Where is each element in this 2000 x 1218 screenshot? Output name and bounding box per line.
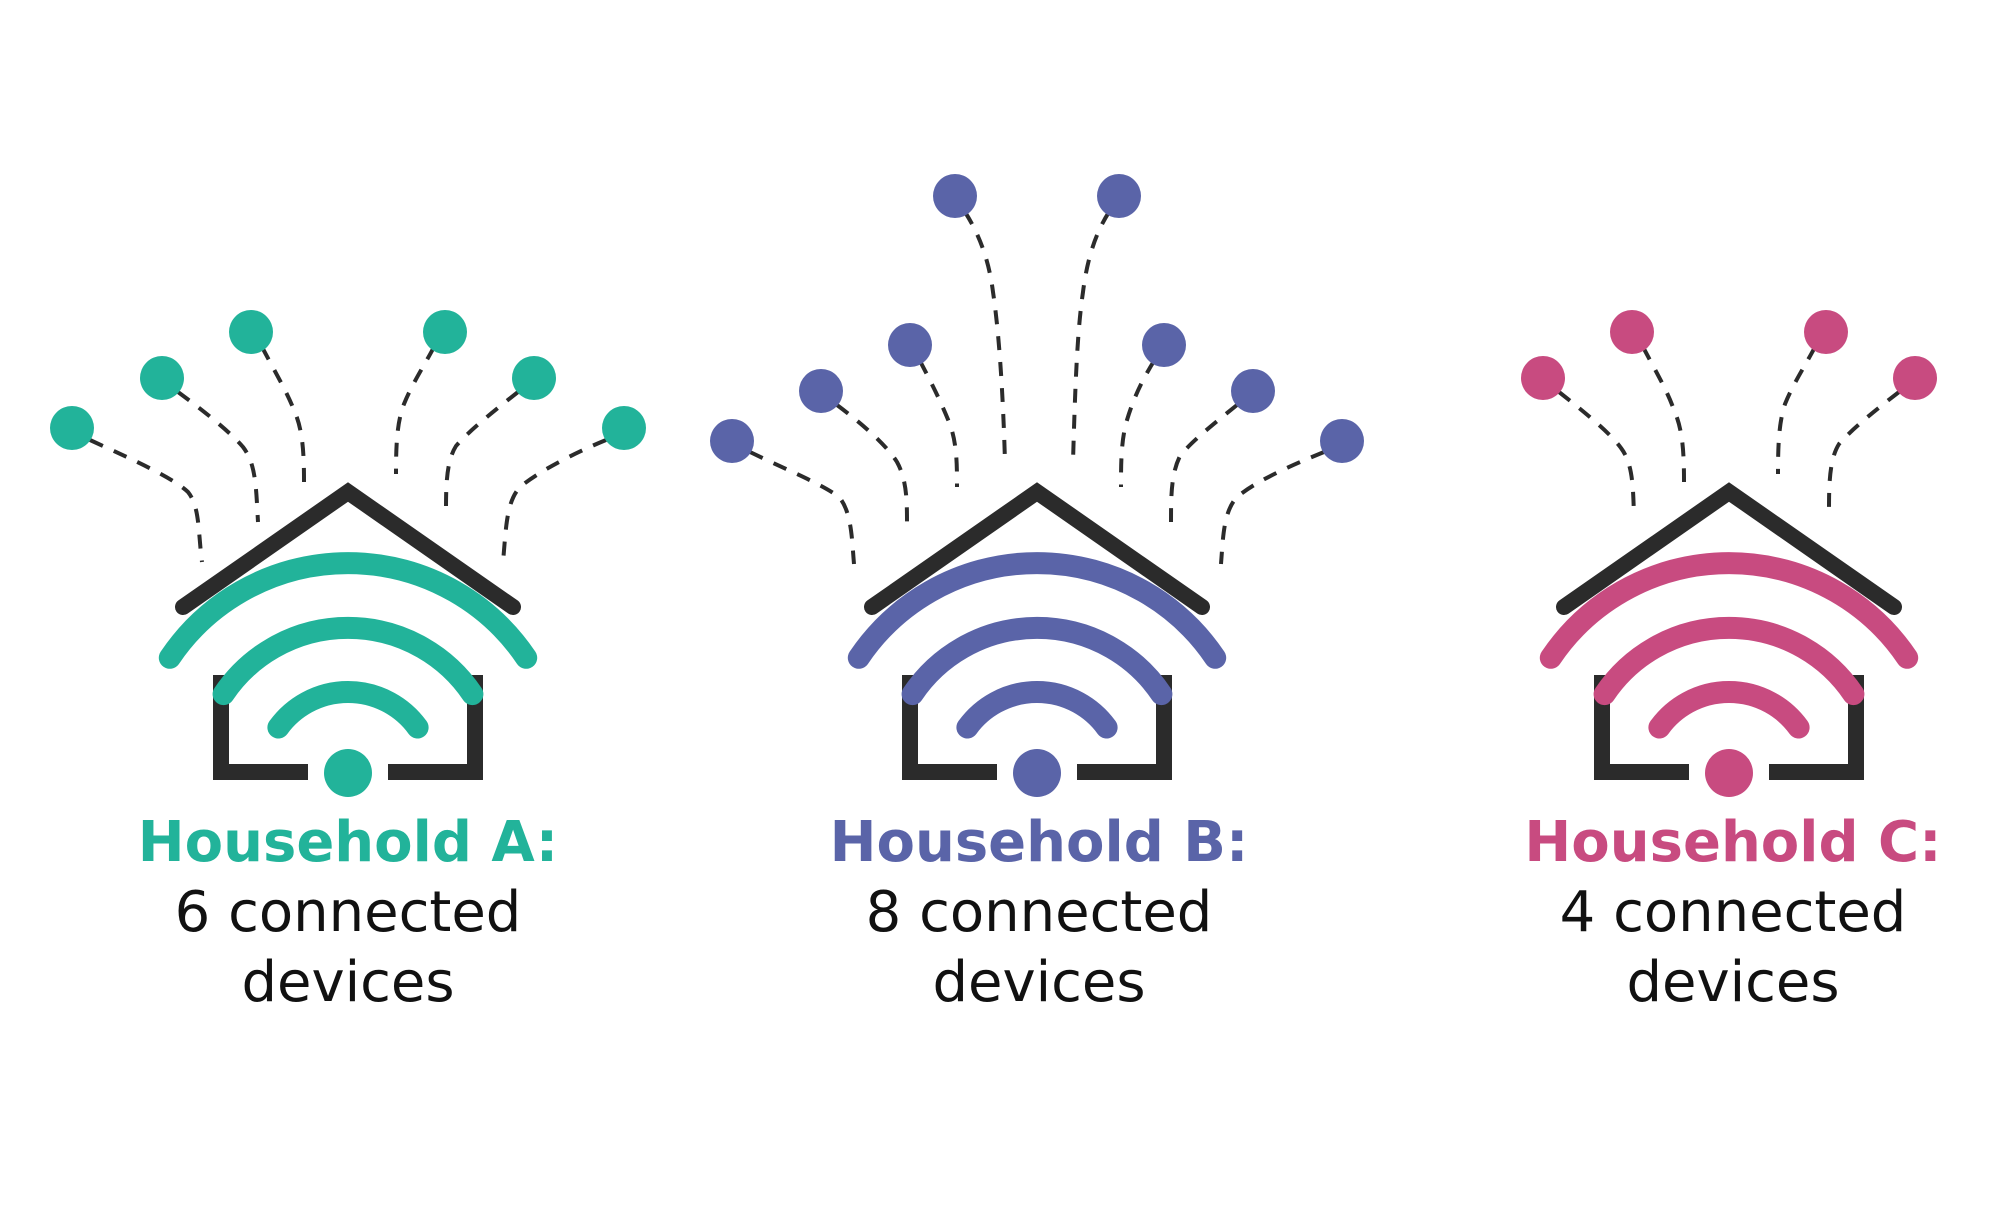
device-dot-icon <box>933 174 977 218</box>
device-dot-icon <box>1893 356 1937 400</box>
device-dot-icon <box>1804 310 1848 354</box>
house-icon <box>175 482 521 615</box>
device-dot-icon <box>423 310 467 354</box>
household-b-connection-line <box>963 210 1007 463</box>
wifi-icon <box>158 552 538 797</box>
house-walls <box>902 675 1172 780</box>
household-c-caption: Household C: 4 connected devices <box>1473 808 1993 1018</box>
device-dot-icon <box>888 323 932 367</box>
household-b-connection-line <box>1071 210 1111 463</box>
wifi-icon <box>1539 552 1919 797</box>
device-dot-icon <box>1521 356 1565 400</box>
house-walls <box>213 675 483 780</box>
device-dot-icon <box>799 369 843 413</box>
wifi-arc <box>267 681 429 739</box>
house-walls <box>1594 675 1864 780</box>
household-b-connection-line <box>835 403 909 525</box>
household-c-connection-line <box>1557 390 1636 517</box>
household-a-connection-line <box>260 346 306 483</box>
household-c-title: Household C: <box>1524 810 1942 875</box>
device-dot-icon <box>140 356 184 400</box>
household-a-connection-line <box>444 390 520 515</box>
household-a-devices-label: devices <box>241 950 455 1015</box>
household-a-connection-line <box>501 438 607 563</box>
house-icon <box>864 482 1210 615</box>
household-a-title: Household A: <box>137 810 559 875</box>
house-icon <box>1556 482 1902 615</box>
household-c-connection-line <box>1641 346 1686 483</box>
wifi-dot <box>1013 749 1061 797</box>
device-dot-icon <box>1320 419 1364 463</box>
wifi-arc <box>1593 616 1865 706</box>
device-dot-icon <box>50 406 94 450</box>
household-b-title: Household B: <box>829 810 1249 875</box>
household-c-connection-line <box>1776 346 1817 475</box>
household-c-devices-label: devices <box>1626 950 1840 1015</box>
wifi-arc <box>212 616 484 706</box>
wifi-arc <box>1539 552 1919 669</box>
device-dot-icon <box>229 310 273 354</box>
device-dot-icon <box>1097 174 1141 218</box>
household-b-graphic <box>710 174 1364 797</box>
household-a-graphic <box>50 310 646 797</box>
household-b-connection-line <box>1169 403 1239 523</box>
household-c-graphic <box>1521 310 1937 797</box>
wifi-arc <box>847 552 1227 669</box>
wifi-arc <box>901 616 1173 706</box>
household-b-connection-line <box>918 360 959 488</box>
household-a-caption: Household A: 6 connected devices <box>88 808 608 1018</box>
household-a-count: 6 connected <box>174 880 522 945</box>
wifi-arc <box>158 552 538 669</box>
household-c-connection-line <box>1827 390 1901 515</box>
household-b-devices-label: devices <box>932 950 1146 1015</box>
household-b-connection-line <box>1219 450 1325 565</box>
device-dot-icon <box>512 356 556 400</box>
household-b-count: 8 connected <box>865 880 1213 945</box>
household-a-connection-line <box>394 346 436 475</box>
wifi-dot <box>1705 749 1753 797</box>
household-a-connection-line <box>89 438 204 563</box>
wifi-dot <box>324 749 372 797</box>
device-dot-icon <box>1231 369 1275 413</box>
household-b-caption: Household B: 8 connected devices <box>779 808 1299 1018</box>
wifi-arc <box>1648 681 1810 739</box>
device-dot-icon <box>602 406 646 450</box>
device-dot-icon <box>710 419 754 463</box>
device-dot-icon <box>1610 310 1654 354</box>
household-b-connection-line <box>749 450 856 565</box>
household-b-connection-line <box>1119 359 1156 488</box>
household-c-count: 4 connected <box>1559 880 1907 945</box>
wifi-arc <box>956 681 1118 739</box>
wifi-icon <box>847 552 1227 797</box>
household-a-connection-line <box>176 390 260 523</box>
device-dot-icon <box>1142 323 1186 367</box>
